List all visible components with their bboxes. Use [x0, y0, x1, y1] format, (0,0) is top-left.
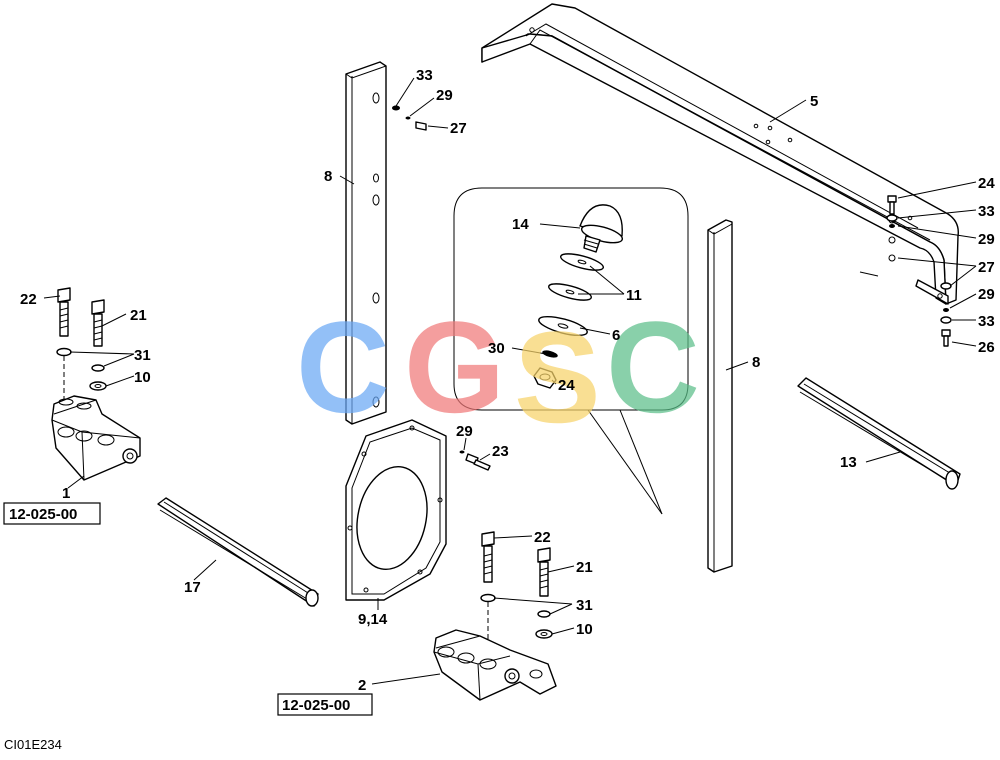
detail-callout-box: [453, 187, 689, 515]
bolt-part-22-left: [57, 287, 71, 337]
callout-labels: 33 29 27 8 5 24 33 29 27 29 33 26 8 14 1…: [20, 67, 995, 694]
callout-33-right-a: 33: [978, 203, 995, 220]
callout-21-left: 21: [130, 307, 147, 324]
watermark: C G S C: [296, 294, 700, 450]
washers-bottom: [480, 593, 553, 640]
callout-5: 5: [810, 93, 818, 110]
callout-26: 24: [558, 377, 575, 394]
watermark-letter-3: S: [514, 304, 601, 450]
watermark-letter-4: C: [606, 294, 700, 440]
bolt-part-21-left: [91, 299, 105, 347]
callout-10-left: 10: [134, 369, 151, 386]
callout-33-right-b: 33: [978, 313, 995, 330]
callout-6: 6: [612, 327, 620, 344]
callout-1: 1: [62, 485, 70, 502]
hardware-parts-right-stack: [886, 195, 952, 347]
callout-11: 11: [626, 287, 642, 304]
callout-31-bottom: 31: [576, 597, 593, 614]
watermark-letter-1: C: [296, 294, 390, 440]
callout-29-top: 29: [436, 87, 453, 104]
callout-27-right: 27: [978, 259, 995, 276]
bolt-part-21-bottom: [537, 547, 551, 597]
callout-33-top: 33: [416, 67, 433, 84]
callout-30: 30: [488, 340, 505, 357]
bracket-part-2: [433, 629, 557, 701]
callout-23: 23: [492, 443, 509, 460]
callout-17: 14: [512, 216, 529, 233]
callout-27-top: 27: [450, 120, 467, 137]
hardware-parts-29-23: [459, 450, 491, 471]
gasket-plate-part-9-14: [345, 419, 447, 601]
spring-washer-part-30: [542, 350, 558, 358]
drawing-code: CI01E234: [4, 737, 62, 752]
reference-code-1[interactable]: 12-025-00: [9, 506, 77, 523]
callout-29-right-a: 29: [978, 231, 995, 248]
hardware-parts-33-29-27-top: [392, 105, 427, 131]
channel-part-8-left: [345, 61, 387, 425]
callout-10-bottom: 10: [576, 621, 593, 638]
callout-8-left: 8: [324, 168, 332, 185]
washer-part-6: [538, 315, 588, 337]
callout-29-mid: 29: [456, 423, 473, 440]
callout-22-left: 22: [20, 291, 37, 308]
rubber-mount-part-17: [579, 204, 624, 253]
reference-box-2[interactable]: 12-025-00: [277, 693, 373, 716]
callout-24-bottom: 26: [978, 339, 995, 356]
leader-lines: [43, 77, 977, 685]
bracket-part-1: [51, 395, 141, 481]
reference-box-1[interactable]: 12-025-00: [3, 502, 101, 525]
bolt-part-22-bottom: [481, 531, 495, 583]
callout-22-bottom: 22: [534, 529, 551, 546]
channel-part-8-right: [707, 219, 733, 573]
callout-13: 17: [184, 579, 201, 596]
callout-29-right-b: 29: [978, 286, 995, 303]
washers-part-11: [547, 253, 605, 301]
callout-21-bottom: 21: [576, 559, 593, 576]
callout-24-top: 24: [978, 175, 995, 192]
nut-part-26: [533, 367, 557, 389]
callout-14: 13: [840, 454, 857, 471]
watermark-letter-2: G: [404, 294, 505, 440]
cover-panel-part-5: [481, 3, 959, 305]
callout-2: 2: [358, 677, 366, 694]
rubber-strip-part-14: [797, 377, 961, 490]
callout-8-right: 8: [752, 354, 760, 371]
washers-left: [56, 347, 107, 400]
callout-9-14: 9,14: [358, 611, 388, 628]
callout-31-left: 31: [134, 347, 151, 364]
rubber-strip-part-13: [157, 497, 319, 607]
reference-code-2[interactable]: 12-025-00: [282, 697, 350, 714]
